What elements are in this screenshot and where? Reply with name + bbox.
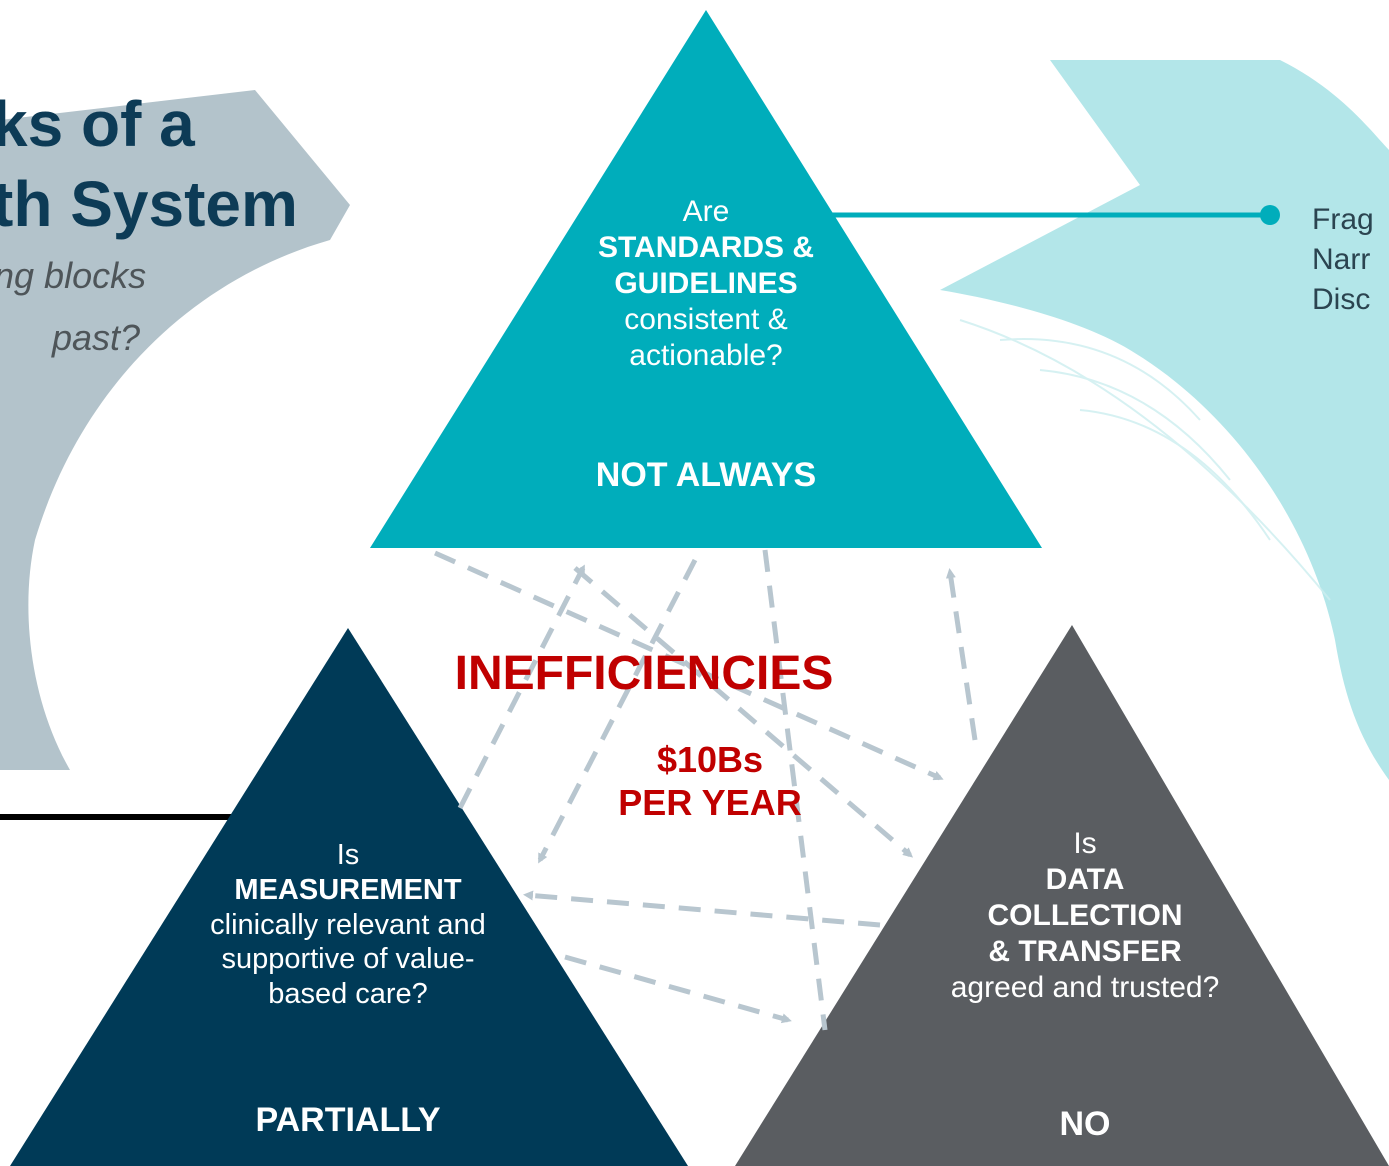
title-line-2: th System: [0, 168, 298, 240]
top-triangle-answer: NOT ALWAYS: [595, 456, 817, 494]
left-triangle: [10, 628, 688, 1166]
top-triangle: [370, 10, 1042, 548]
right-note-line-1: Frag: [1312, 203, 1374, 236]
right-triangle-line-4: & TRANSFER: [988, 935, 1182, 968]
left-triangle-question: Is MEASUREMENT clinically relevant and s…: [168, 838, 528, 1012]
left-triangle-line-2: MEASUREMENT: [234, 873, 462, 906]
top-triangle-line-5: actionable?: [629, 339, 783, 372]
right-triangle-line-1: Is: [1073, 827, 1097, 860]
center-amount-block: $10Bs PER YEAR: [560, 738, 860, 824]
top-triangle-question: Are STANDARDS & GUIDELINES consistent & …: [556, 194, 856, 374]
top-triangle-line-4: consistent &: [624, 303, 788, 336]
left-triangle-line-5: based care?: [268, 978, 428, 1011]
top-triangle-line-1: Are: [682, 195, 730, 228]
right-note-line-2: Narr: [1312, 243, 1371, 276]
connector-dot: [1260, 205, 1280, 225]
center-title: INEFFICIENCIES: [454, 647, 834, 700]
left-triangle-line-1: Is: [336, 839, 360, 871]
feather-texture: [959, 319, 1331, 601]
title-line-1: ks of a: [0, 88, 195, 160]
center-amount: $10Bs: [656, 739, 764, 780]
right-triangle-line-3: COLLECTION: [987, 899, 1183, 932]
top-triangle-line-2: STANDARDS &: [597, 231, 815, 264]
left-arrow-background: [0, 90, 350, 770]
left-triangle-line-3: clinically relevant and: [210, 908, 486, 941]
right-triangle-line-2: DATA: [1045, 863, 1125, 896]
right-triangle-answer: NO: [1059, 1105, 1111, 1143]
right-note-line-3: Disc: [1312, 283, 1371, 316]
right-triangle-question: Is DATA COLLECTION & TRANSFER agreed and…: [900, 826, 1270, 1006]
dashed-arrows: [433, 549, 978, 1031]
subtitle-line-2: past?: [52, 317, 141, 358]
left-triangle-line-4: supportive of value-: [221, 943, 475, 976]
subtitle-line-1: ng blocks: [0, 255, 147, 296]
right-triangle-line-5: agreed and trusted?: [950, 971, 1220, 1004]
top-triangle-line-3: GUIDELINES: [614, 267, 798, 300]
right-leaf-background: [940, 60, 1389, 780]
center-period: PER YEAR: [618, 782, 802, 824]
right-triangle: [735, 625, 1389, 1166]
left-triangle-answer: PARTIALLY: [255, 1101, 441, 1139]
